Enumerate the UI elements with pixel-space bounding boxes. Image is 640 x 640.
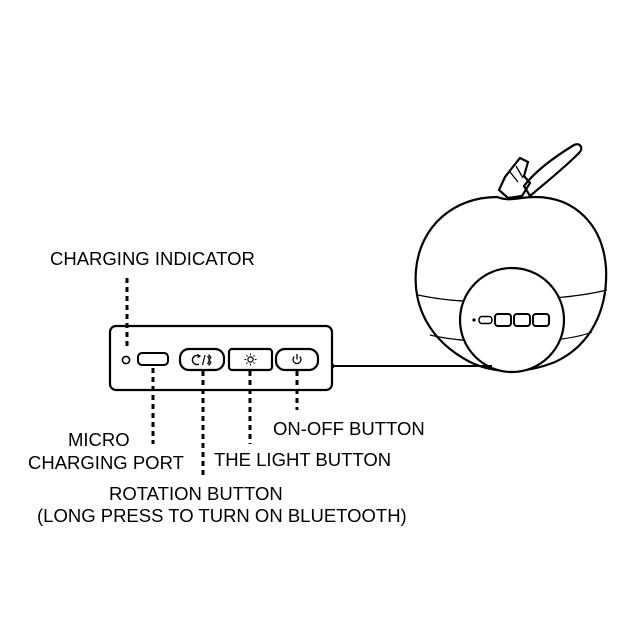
apple-stem-detail <box>509 165 524 183</box>
rotation-button[interactable] <box>178 347 226 372</box>
sun-icon <box>244 353 257 366</box>
speaker-mini-led <box>472 318 476 322</box>
label-rotation-line1: ROTATION BUTTON <box>109 483 283 504</box>
rotation-bluetooth-icon <box>191 353 212 367</box>
micro-charging-port[interactable] <box>137 352 169 366</box>
label-light-button: THE LIGHT BUTTON <box>214 449 391 470</box>
speaker-mini-button-3 <box>532 313 550 327</box>
label-micro-line2: CHARGING PORT <box>28 452 184 473</box>
speaker-body <box>414 195 608 373</box>
label-charging-indicator: CHARGING INDICATOR <box>50 248 255 269</box>
light-button[interactable] <box>227 347 274 372</box>
apple-leaf <box>522 143 583 198</box>
label-on-off-button: ON-OFF BUTTON <box>273 418 425 439</box>
speaker-mini-button-2 <box>513 313 531 327</box>
charging-indicator-led <box>121 355 131 365</box>
speaker-mini-button-1 <box>494 313 512 327</box>
on-off-button[interactable] <box>274 347 320 372</box>
power-icon <box>292 354 302 365</box>
apple-stem <box>497 156 532 200</box>
label-rotation-line2: (LONG PRESS TO TURN ON BLUETOOTH) <box>37 505 407 526</box>
speaker-mini-port <box>478 315 493 325</box>
control-panel <box>108 324 334 392</box>
label-micro-line1: MICRO <box>68 429 130 450</box>
apple-speaker-device <box>414 143 608 374</box>
